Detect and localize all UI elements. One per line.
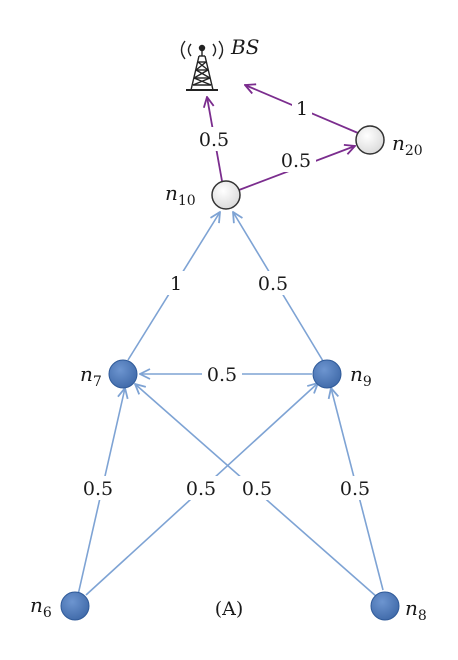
edge-label-n9-n7: 0.5 xyxy=(207,364,237,386)
edge-label-n20-bs: 1 xyxy=(296,98,308,120)
edge-label-n6-n7: 0.5 xyxy=(83,478,113,500)
node-label-n7: n7 xyxy=(80,362,102,390)
base-station-label: BS xyxy=(230,35,259,59)
node-label-n8: n8 xyxy=(405,596,427,624)
edge-label-n8-n9: 0.5 xyxy=(340,478,370,500)
edge-label-n9-n10: 0.5 xyxy=(258,273,288,295)
edge-label-n8-n7: 0.5 xyxy=(242,478,272,500)
node-n6 xyxy=(60,591,90,621)
edge-label-n6-n9: 0.5 xyxy=(186,478,216,500)
figure-caption: (A) xyxy=(215,598,244,620)
node-n9 xyxy=(312,359,342,389)
base-station-tower-icon xyxy=(180,40,224,91)
edge-label-n10-bs: 0.5 xyxy=(199,129,229,151)
node-n8 xyxy=(370,591,400,621)
edge-label-n7-n10: 1 xyxy=(170,273,182,295)
node-n10 xyxy=(211,180,241,210)
node-label-n20: n20 xyxy=(392,131,423,159)
node-label-n6: n6 xyxy=(30,593,52,621)
node-n7 xyxy=(108,359,138,389)
node-label-n9: n9 xyxy=(350,362,372,390)
edge-label-n10-n20: 0.5 xyxy=(281,150,311,172)
node-label-n10: n10 xyxy=(165,181,196,209)
node-n20 xyxy=(355,125,385,155)
